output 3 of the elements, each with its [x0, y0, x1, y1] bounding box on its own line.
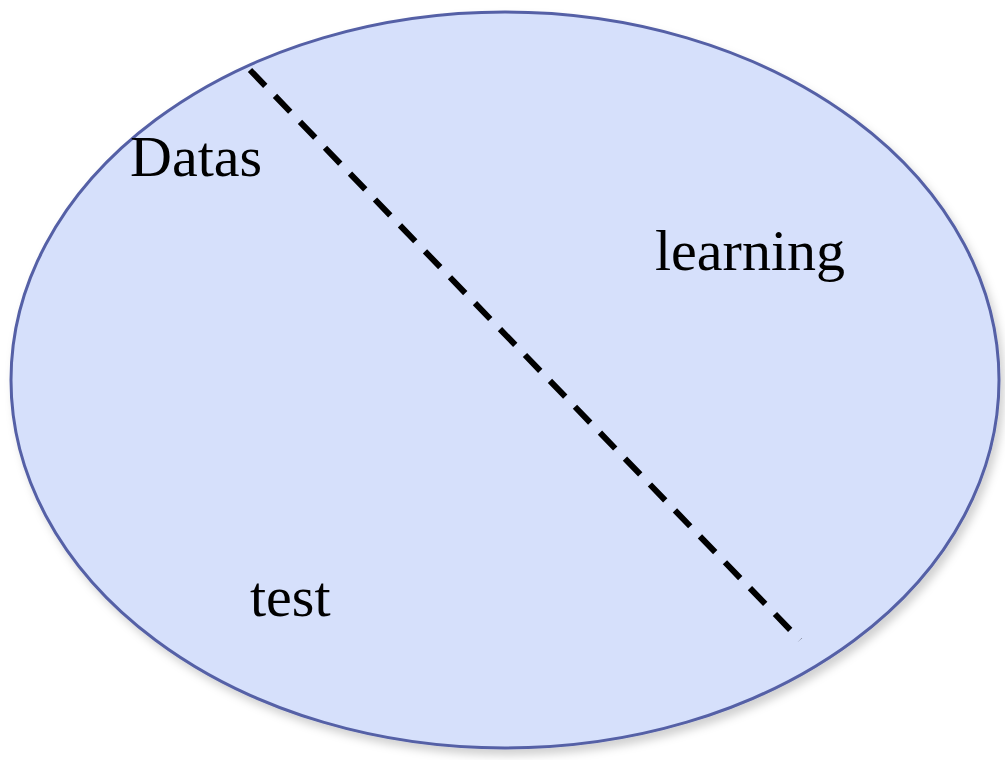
region-label: test: [250, 568, 331, 626]
region-label: learning: [655, 222, 846, 280]
region-label: Datas: [130, 128, 263, 186]
